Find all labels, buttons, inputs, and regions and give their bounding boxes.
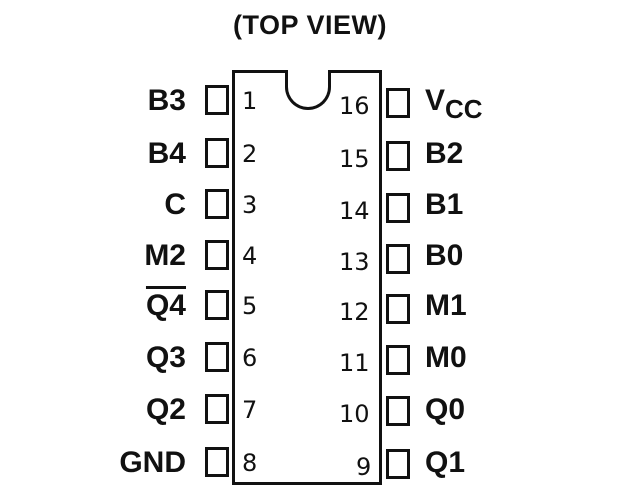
pin-number-2: 2 bbox=[242, 140, 258, 168]
pin-label-16: VCC bbox=[425, 84, 483, 124]
pin-number-13: 13 bbox=[339, 248, 370, 276]
pin-box-5 bbox=[205, 290, 229, 320]
package-notch bbox=[285, 70, 331, 110]
pin-number-1: 1 bbox=[242, 87, 258, 115]
pin-box-10 bbox=[386, 396, 410, 426]
pin-label-15: B2 bbox=[425, 137, 464, 170]
pin-number-16: 16 bbox=[339, 92, 370, 120]
pin-label-2: B4 bbox=[147, 137, 186, 170]
pin-box-12 bbox=[386, 294, 410, 324]
pin-label-13: B0 bbox=[425, 239, 464, 272]
pin-number-4: 4 bbox=[242, 242, 258, 270]
pin-number-15: 15 bbox=[339, 145, 370, 173]
pin-label-12: M1 bbox=[425, 289, 467, 322]
pin-box-13 bbox=[386, 244, 410, 274]
pin-box-7 bbox=[205, 394, 229, 424]
pin-box-1 bbox=[205, 85, 229, 115]
pin-label-11: M0 bbox=[425, 341, 467, 374]
pin-box-3 bbox=[205, 189, 229, 219]
pin-number-5: 5 bbox=[242, 292, 258, 320]
pin-number-12: 12 bbox=[339, 298, 370, 326]
pin-label-14: B1 bbox=[425, 188, 464, 221]
pin-label-4: M2 bbox=[144, 239, 186, 272]
pin-label-8: GND bbox=[119, 446, 186, 479]
diagram-title: (TOP VIEW) bbox=[232, 10, 387, 40]
pin-label-9: Q1 bbox=[425, 446, 466, 479]
pin-number-3: 3 bbox=[242, 191, 258, 219]
pin-label-16-subscript: CC bbox=[445, 94, 483, 124]
pin-box-16 bbox=[386, 88, 410, 118]
pin-box-8 bbox=[205, 447, 229, 477]
pin-label-3: C bbox=[164, 188, 186, 221]
pin-number-9: 9 bbox=[356, 453, 372, 481]
pin-label-10: Q0 bbox=[425, 393, 466, 426]
pin-box-9 bbox=[386, 449, 410, 479]
pin-box-6 bbox=[205, 342, 229, 372]
pin-box-2 bbox=[205, 138, 229, 168]
ic-package-body bbox=[232, 70, 382, 485]
pin-box-15 bbox=[386, 141, 410, 171]
pin-box-4 bbox=[205, 240, 229, 270]
pin-label-16-main: V bbox=[425, 84, 446, 117]
pin-number-11: 11 bbox=[339, 349, 370, 377]
pin-label-5: Q4 bbox=[145, 289, 186, 322]
pin-label-6: Q3 bbox=[145, 341, 186, 374]
pin-box-11 bbox=[386, 345, 410, 375]
pin-number-14: 14 bbox=[339, 197, 370, 225]
pin-label-7: Q2 bbox=[145, 393, 186, 426]
pin-label-1: B3 bbox=[147, 84, 186, 117]
pin-number-6: 6 bbox=[242, 344, 258, 372]
pin-number-7: 7 bbox=[242, 396, 258, 424]
pin-box-14 bbox=[386, 193, 410, 223]
pin-number-10: 10 bbox=[339, 400, 370, 428]
pin-number-8: 8 bbox=[242, 449, 258, 477]
